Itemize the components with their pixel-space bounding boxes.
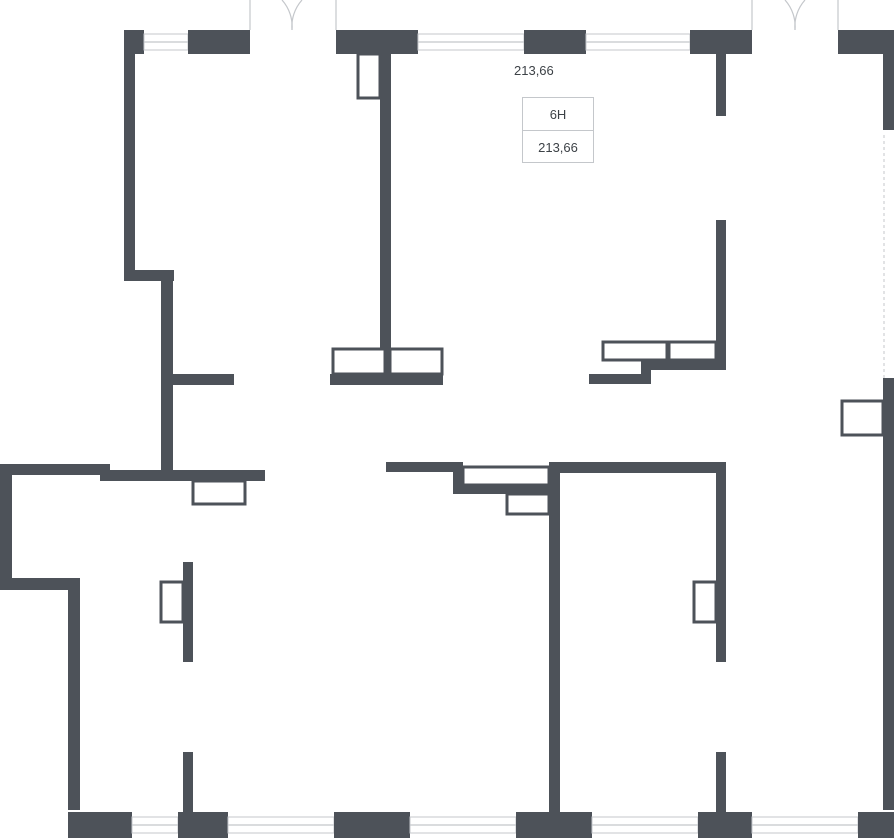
top-doors — [249, 0, 839, 31]
central-wall — [330, 52, 444, 385]
total-area-label: 213,66 — [514, 63, 554, 78]
right-partition — [589, 54, 726, 384]
lower-left-partitions — [159, 479, 247, 812]
top-exterior-wall — [124, 30, 894, 54]
unit-area: 213,66 — [523, 130, 593, 163]
unit-info-box[interactable]: 6Н 213,66 — [522, 97, 594, 163]
bottom-exterior-wall — [68, 812, 894, 838]
lower-partitions — [386, 462, 726, 812]
left-exterior-wall — [0, 30, 265, 810]
unit-name: 6Н — [549, 106, 567, 122]
right-exterior-wall — [840, 30, 894, 810]
